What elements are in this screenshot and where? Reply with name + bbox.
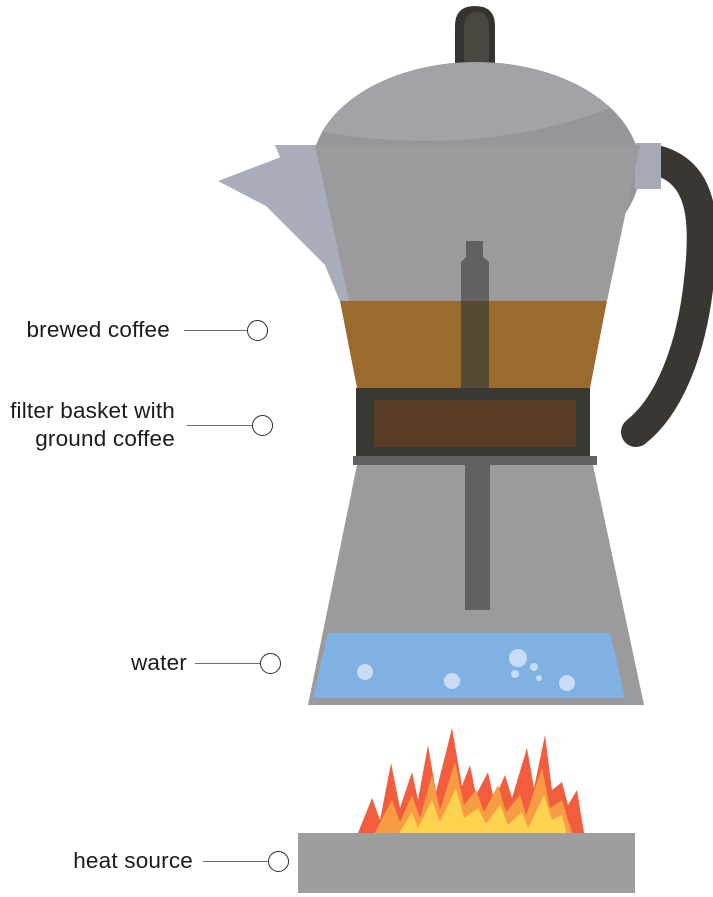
water-fill [313,633,625,698]
filter-basket-label-line2: ground coffee [35,426,175,451]
hot-plate [298,833,635,893]
upper-chamber [275,145,640,301]
filter-basket-pointer-circle [252,414,273,436]
heat-source-label: heat source [73,848,193,873]
water-leader-line [195,662,260,664]
label-filter-basket: filter basket with ground coffee [10,395,273,455]
funnel-tube [461,241,489,388]
filter-basket-label-line1: filter basket with [10,398,175,423]
ground-coffee [374,400,576,447]
filter-basket-label: filter basket with ground coffee [10,397,175,453]
filter-basket-leader-line [187,424,252,426]
water-pointer-circle [260,652,281,674]
upper-chamber-highlight [275,145,349,301]
label-water: water [10,645,281,681]
water-bubbles [357,649,575,691]
basket-gasket [353,456,597,465]
water-label: water [130,650,187,675]
flame-inner [396,788,568,838]
label-brewed-coffee: brewed coffee [10,312,268,348]
handle [621,143,713,447]
brewed-coffee-label: brewed coffee [26,317,170,342]
filter-basket [356,388,590,456]
funnel-tube-lower [465,465,490,610]
brewed-coffee-pointer-circle [247,319,268,341]
label-heat-source: heat source [10,843,289,879]
heat-source-pointer-circle [268,850,289,872]
flame [356,728,585,838]
heat-source-leader-line [203,860,268,862]
lid-knob [455,6,495,75]
brewed-coffee-leader-line [184,329,247,331]
handle-mount [635,143,661,189]
